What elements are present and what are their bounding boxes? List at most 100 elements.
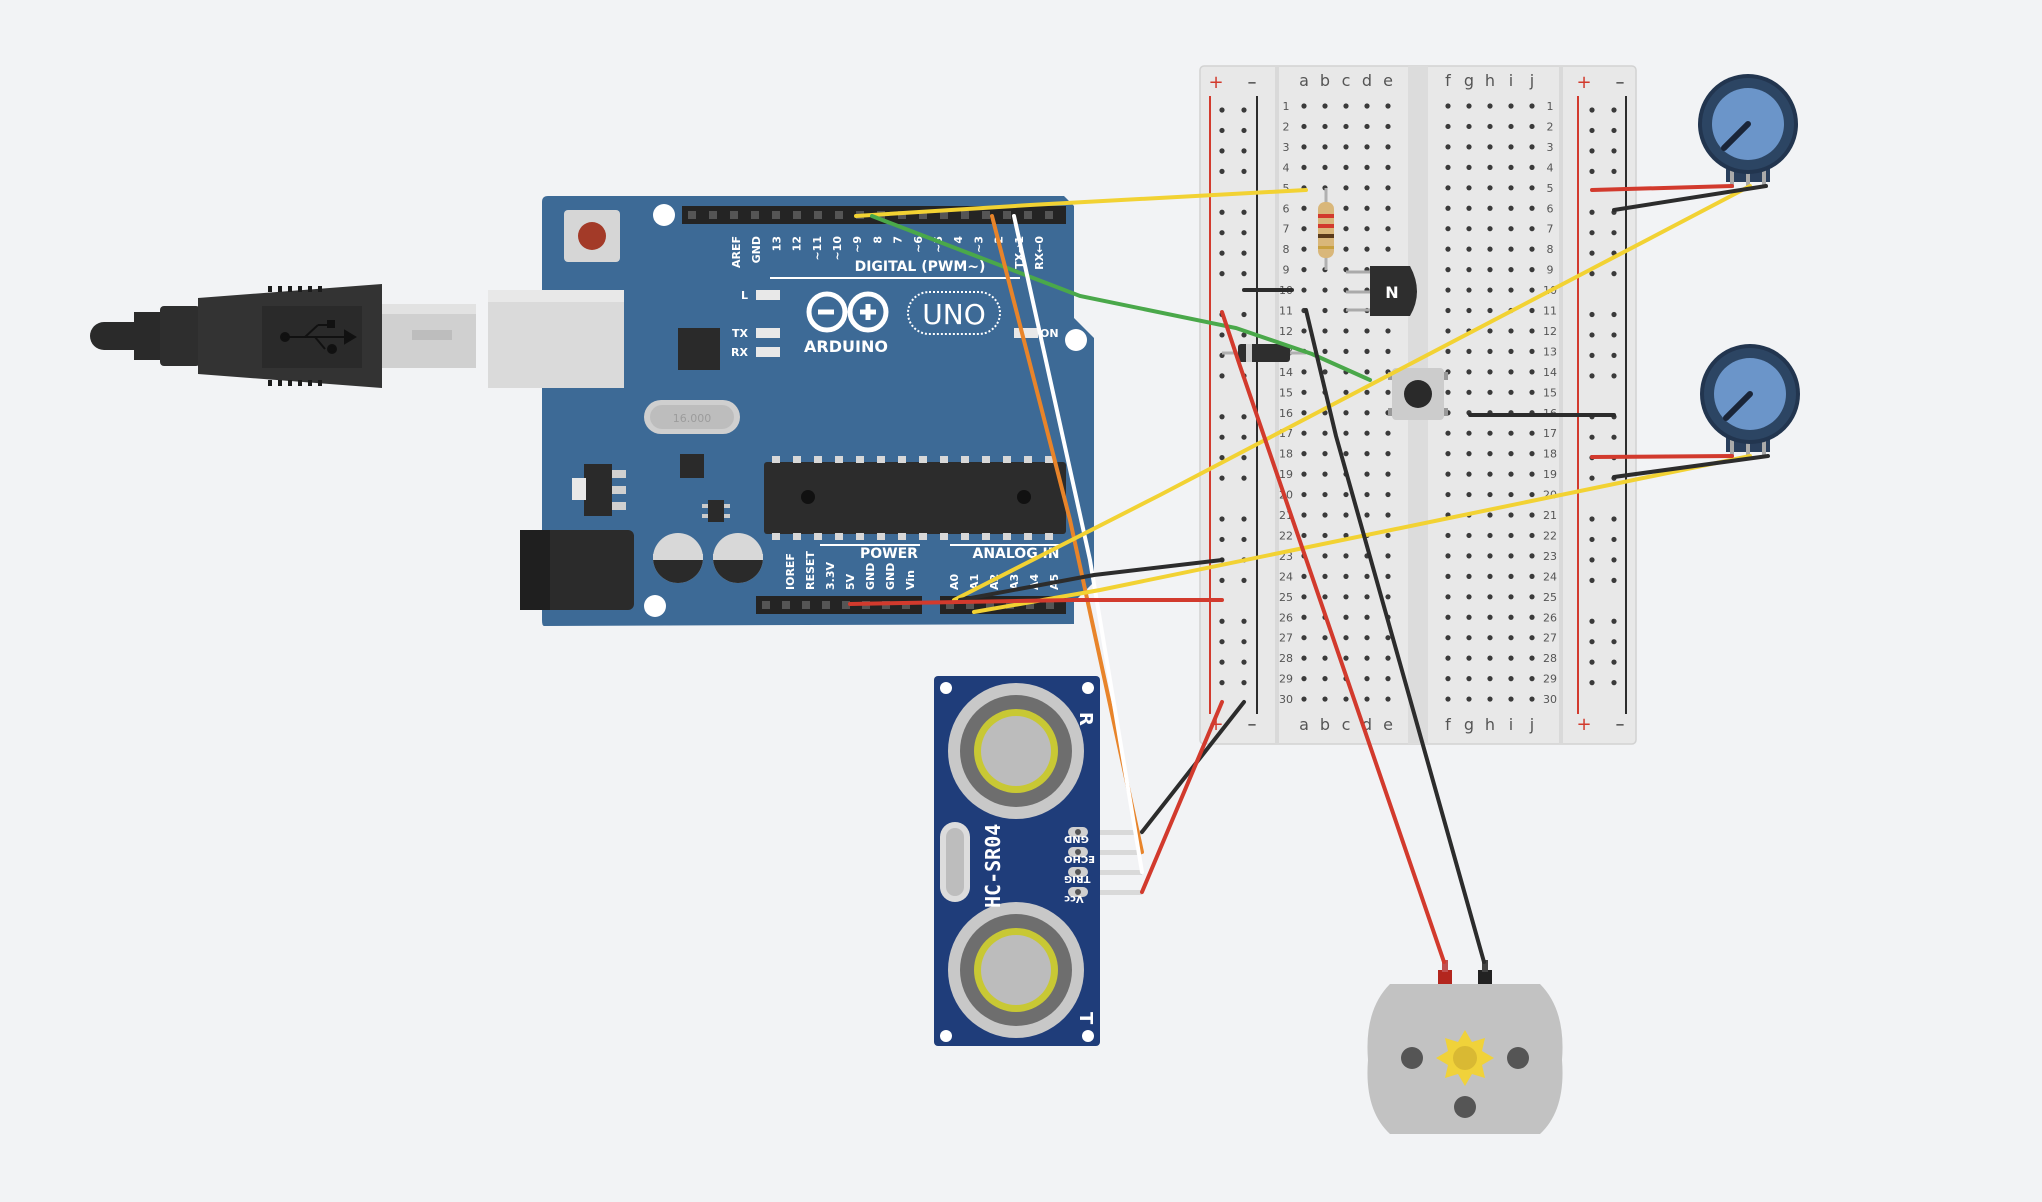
capacitor (653, 533, 703, 583)
breadboard-row-label: 4 (1283, 161, 1290, 174)
pin-label: ~10 (831, 236, 844, 261)
npn-transistor[interactable]: N (1346, 266, 1417, 316)
breadboard-row-label: 3 (1547, 141, 1554, 154)
pin-label: ~3 (972, 236, 985, 253)
arduino-infinity-logo-icon (806, 291, 889, 333)
reset-button[interactable] (564, 210, 620, 262)
wire-black-motor[interactable] (1304, 308, 1486, 964)
wire-red-motor[interactable] (1220, 310, 1446, 964)
breadboard-row-label: 22 (1279, 529, 1293, 542)
wire-black-gnd-header[interactable] (958, 558, 1224, 602)
resistor[interactable] (1318, 188, 1334, 270)
svg-text:L: L (741, 289, 748, 302)
breadboard-column-label: i (1509, 71, 1513, 90)
breadboard-column-label: d (1362, 715, 1372, 734)
wire-yellow-pin8[interactable] (854, 188, 1308, 218)
breadboard-column-label: j (1529, 715, 1534, 734)
sensor-pin-label: TRIG (1064, 873, 1090, 884)
breadboard-column-label: a (1299, 715, 1309, 734)
breadboard-row-label: 27 (1543, 632, 1557, 645)
small-transistor (702, 500, 730, 522)
pin-label: 5V (844, 573, 857, 590)
breadboard-row-label: 30 (1279, 693, 1293, 706)
dc-motor[interactable] (1367, 960, 1563, 1134)
breadboard-row-label: 8 (1547, 243, 1554, 256)
breadboard-row-label: 14 (1279, 366, 1293, 379)
breadboard-column-label: a (1299, 71, 1309, 90)
breadboard-column-label: f (1445, 715, 1451, 734)
wire-green-pin9[interactable] (870, 214, 1372, 382)
crystal-oscillator: 16.000 (644, 400, 740, 434)
pin-label: GND (864, 563, 877, 590)
breadboard-row-label: 28 (1279, 652, 1293, 665)
breadboard-column-label: g (1464, 71, 1474, 90)
pin-label: ~9 (851, 236, 864, 253)
wire-yellow-a0[interactable] (952, 184, 1752, 602)
breadboard-row-label: 29 (1543, 673, 1557, 686)
breadboard-row-label: 19 (1279, 468, 1293, 481)
pin-label: 8 (871, 236, 884, 244)
receiver-transducer (948, 683, 1084, 819)
usb-cable[interactable] (90, 284, 476, 388)
rail-sign-minus: – – – – (1248, 72, 1625, 735)
sensor-model-label: HC-SR04 (981, 824, 1005, 908)
wire-white-trig[interactable] (1012, 214, 1144, 874)
svg-text:–: – (1248, 72, 1257, 93)
potentiometer-top[interactable] (1698, 74, 1798, 188)
uno-logo: UNO (907, 291, 1001, 335)
wire-red-pot-top[interactable] (1590, 184, 1734, 192)
svg-text:N: N (1385, 283, 1398, 302)
wire-red-pot-bottom[interactable] (1590, 454, 1734, 459)
sensor-pin[interactable] (1100, 890, 1142, 895)
potentiometer-bottom[interactable] (1700, 344, 1800, 458)
breadboard-column-label: d (1362, 71, 1372, 90)
wire-black-pot-bottom[interactable] (1612, 454, 1770, 479)
pin-label: GND (750, 236, 763, 263)
pin-label: GND (884, 563, 897, 590)
sensor-pin[interactable] (1100, 850, 1142, 855)
breadboard-row-label: 8 (1283, 243, 1290, 256)
mounting-hole (644, 595, 666, 617)
breadboard-row-label: 25 (1279, 591, 1293, 604)
breadboard-row-label: 7 (1283, 223, 1290, 236)
svg-text:ON: ON (1040, 327, 1059, 340)
wire-black-pot-top[interactable] (1612, 184, 1768, 212)
pin-label: AREF (730, 236, 743, 268)
breadboard-column-label: h (1485, 71, 1495, 90)
sensor-t-label: T (1075, 1012, 1096, 1025)
pin-label: 12 (791, 236, 804, 251)
breadboard-row-label: 15 (1543, 386, 1557, 399)
svg-text:16.000: 16.000 (673, 412, 712, 425)
breadboard-row-label: 19 (1543, 468, 1557, 481)
svg-text:RX: RX (731, 346, 748, 359)
breadboard-column-label: c (1342, 71, 1351, 90)
pin-label: RESET (804, 551, 817, 590)
sensor-pin[interactable] (1100, 870, 1142, 875)
breadboard-row-label: 3 (1283, 141, 1290, 154)
svg-text:–: – (1248, 714, 1257, 735)
sensor-pin[interactable] (1100, 830, 1142, 835)
wire-orange-echo[interactable] (990, 214, 1144, 854)
breadboard-row-label: 12 (1279, 325, 1293, 338)
breadboard-row-label: 23 (1543, 550, 1557, 563)
wire-red-sensor-vcc[interactable] (1140, 700, 1224, 894)
pin-label: ~11 (811, 236, 824, 261)
pin-label: A0 (948, 573, 961, 590)
pin-label: ~6 (912, 236, 925, 253)
breadboard-row-label: 27 (1279, 632, 1293, 645)
sensor-pin-label: GND (1064, 833, 1089, 844)
breadboard-row-label: 14 (1543, 366, 1557, 379)
breadboard-row-label: 26 (1543, 611, 1557, 624)
svg-text:UNO: UNO (922, 298, 985, 331)
breadboard-row-label: 24 (1543, 570, 1557, 583)
pushbutton[interactable] (1388, 368, 1448, 420)
breadboard-row-label: 1 (1547, 100, 1554, 113)
breadboard-row-label: 1 (1283, 100, 1290, 113)
wire-yellow-a1[interactable] (972, 454, 1752, 614)
breadboard-row-label: 18 (1279, 448, 1293, 461)
wire-red-5v[interactable] (848, 598, 1224, 606)
breadboard-row-label: 5 (1547, 182, 1554, 195)
svg-text:TX: TX (732, 327, 749, 340)
